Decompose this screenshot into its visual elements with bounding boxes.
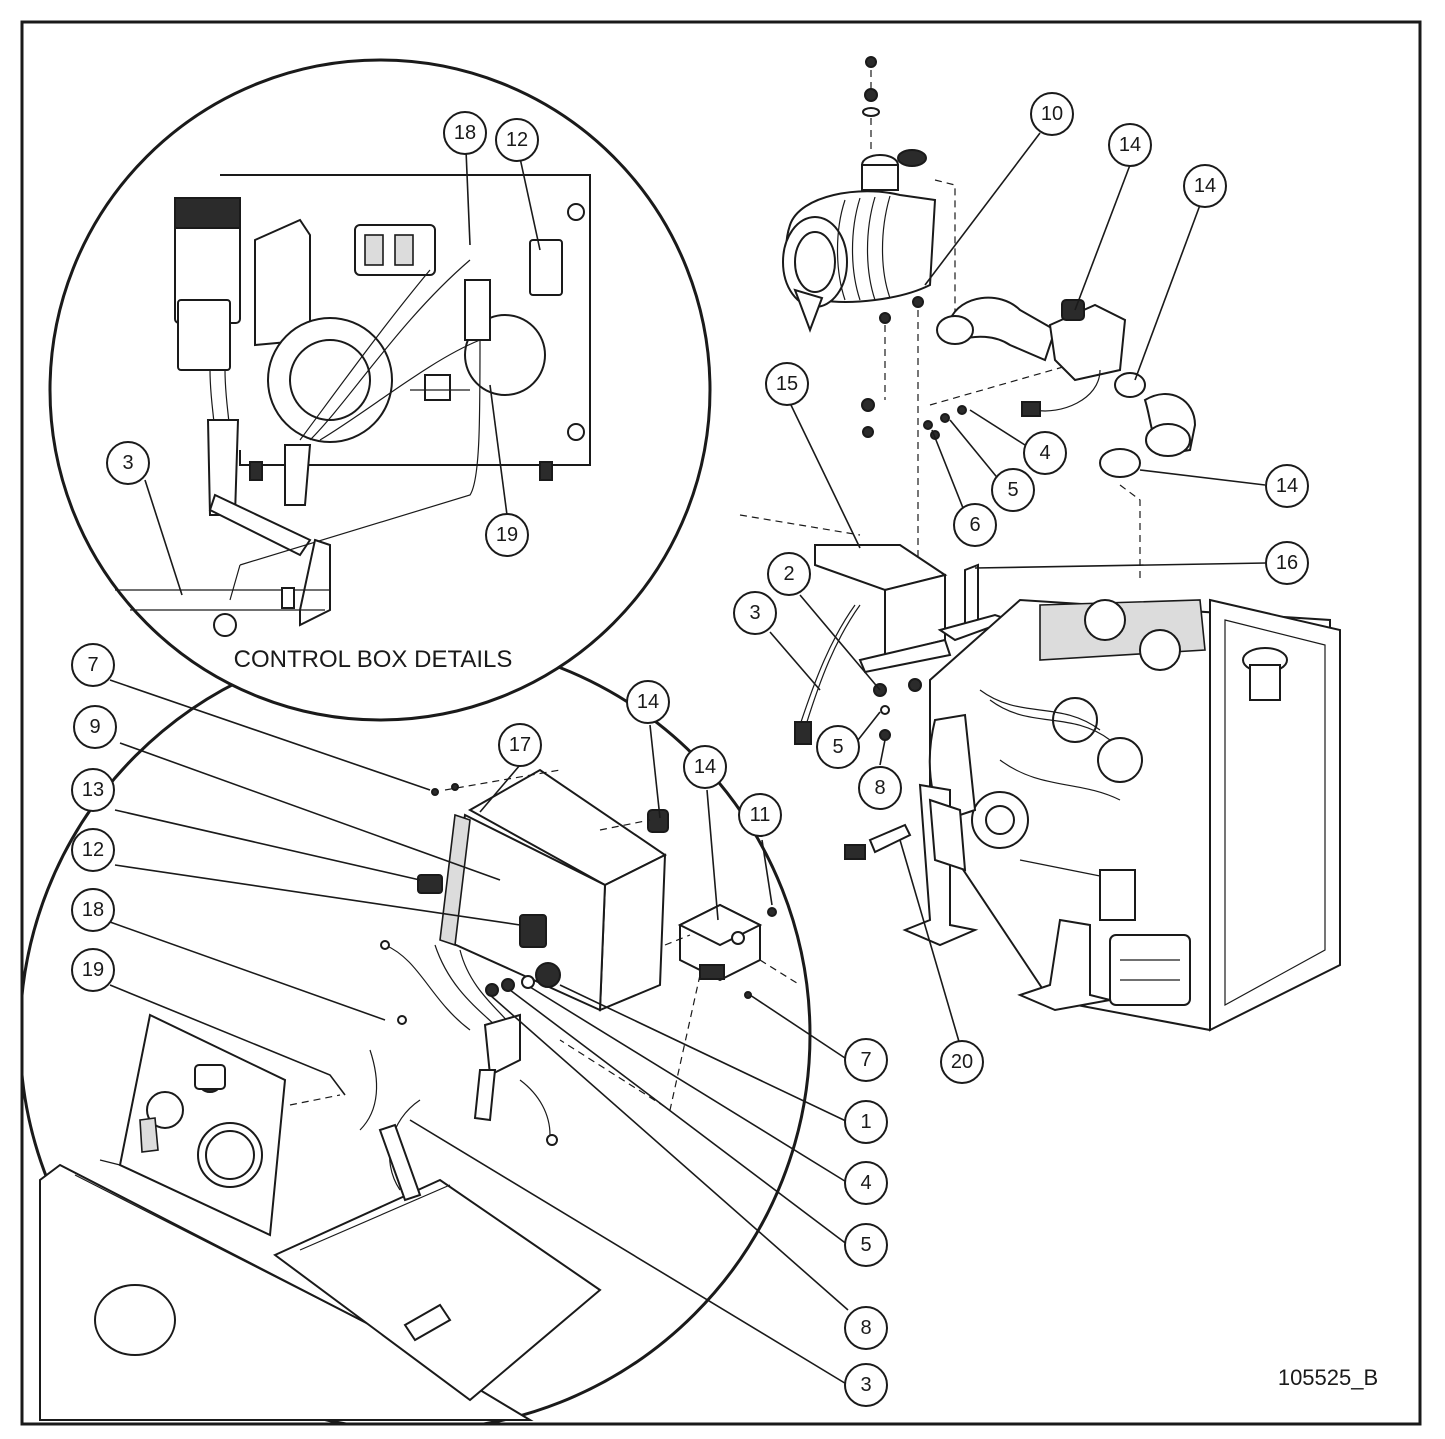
- svg-text:7: 7: [860, 1049, 871, 1071]
- callout-1: 1: [844, 1100, 888, 1144]
- svg-text:16: 16: [1276, 552, 1298, 574]
- connector-small: [647, 809, 669, 833]
- svg-text:14: 14: [1194, 175, 1216, 197]
- svg-text:13: 13: [82, 779, 104, 801]
- svg-text:6: 6: [969, 514, 980, 536]
- svg-text:3: 3: [860, 1374, 871, 1396]
- svg-text:14: 14: [1276, 475, 1298, 497]
- callout-19: 19: [71, 948, 115, 992]
- drawing-number: 105525_B: [1278, 1365, 1378, 1390]
- control-box-detail-view: CONTROL BOX DETAILS: [48, 58, 712, 722]
- svg-text:18: 18: [82, 899, 104, 921]
- callout-4-b: 4: [844, 1161, 888, 1205]
- callout-20: 20: [940, 1040, 984, 1084]
- relay-component: [677, 903, 763, 982]
- engine-assembly: [739, 56, 1341, 1032]
- callout-4-a: 4: [1023, 431, 1067, 475]
- svg-text:15: 15: [776, 373, 798, 395]
- svg-text:14: 14: [694, 756, 716, 778]
- svg-text:10: 10: [1041, 103, 1063, 125]
- callout-2: 2: [767, 552, 811, 596]
- control-box-enclosure: [439, 768, 667, 1012]
- toggle-switch: [417, 874, 443, 894]
- callout-17: 17: [498, 723, 542, 767]
- callout-13: 13: [71, 768, 115, 812]
- engine-block: [928, 598, 1341, 1032]
- svg-text:12: 12: [82, 839, 104, 861]
- callout-8-b: 8: [844, 1306, 888, 1350]
- callout-14-b: 14: [1183, 164, 1227, 208]
- svg-text:19: 19: [496, 524, 518, 546]
- callout-bubbles: 18 12 3 19 10 14 14 15 4 5 6 14 16 2 3 5…: [71, 92, 1309, 1407]
- svg-text:14: 14: [637, 691, 659, 713]
- svg-text:4: 4: [860, 1172, 871, 1194]
- callout-19-detail: 19: [485, 513, 529, 557]
- svg-text:14: 14: [1119, 134, 1141, 156]
- callout-6: 6: [953, 503, 997, 547]
- svg-text:20: 20: [951, 1051, 973, 1073]
- svg-text:4: 4: [1039, 442, 1050, 464]
- svg-text:9: 9: [89, 716, 100, 738]
- svg-text:5: 5: [1007, 479, 1018, 501]
- svg-text:11: 11: [750, 804, 771, 826]
- callout-7-b: 7: [844, 1038, 888, 1082]
- svg-text:5: 5: [860, 1234, 871, 1256]
- callout-12: 12: [71, 828, 115, 872]
- svg-text:8: 8: [860, 1317, 871, 1339]
- callout-14-d: 14: [626, 680, 670, 724]
- base-frame: [39, 1159, 602, 1421]
- callout-3-detail: 3: [106, 441, 150, 485]
- callout-15: 15: [765, 362, 809, 406]
- leader-lines: [109, 132, 1267, 1386]
- detail-view-label: CONTROL BOX DETAILS: [234, 646, 513, 673]
- svg-text:12: 12: [506, 129, 528, 151]
- callout-8-a: 8: [858, 766, 902, 810]
- control-box-exploded-view: [23, 638, 812, 1423]
- callout-5-a: 5: [991, 468, 1035, 512]
- svg-text:7: 7: [87, 654, 98, 676]
- callout-3-a: 3: [733, 591, 777, 635]
- control-panel-plate: [118, 1013, 287, 1237]
- svg-text:3: 3: [122, 452, 133, 474]
- callout-18: 18: [71, 888, 115, 932]
- svg-text:19: 19: [82, 959, 104, 981]
- callout-14-e: 14: [683, 745, 727, 789]
- callout-14-c: 14: [1265, 464, 1309, 508]
- callout-12-detail: 12: [495, 118, 539, 162]
- wiring-harness: [359, 940, 558, 1202]
- callout-10: 10: [1030, 92, 1074, 136]
- callout-7-a: 7: [71, 643, 115, 687]
- svg-text:1: 1: [860, 1111, 871, 1133]
- svg-text:8: 8: [874, 777, 885, 799]
- drawing-frame: [20, 20, 1422, 1426]
- air-cleaner: [782, 149, 937, 333]
- callout-3-b: 3: [844, 1363, 888, 1407]
- callout-5-b: 5: [816, 725, 860, 769]
- callout-14-a: 14: [1108, 123, 1152, 167]
- callout-11: 11: [738, 793, 782, 837]
- callout-16: 16: [1265, 541, 1309, 585]
- svg-text:17: 17: [509, 734, 531, 756]
- callout-9: 9: [73, 705, 117, 749]
- svg-text:2: 2: [783, 563, 794, 585]
- svg-text:18: 18: [454, 122, 476, 144]
- svg-text:3: 3: [749, 602, 760, 624]
- callout-5-c: 5: [844, 1223, 888, 1267]
- svg-text:5: 5: [832, 736, 843, 758]
- callout-18-detail: 18: [443, 111, 487, 155]
